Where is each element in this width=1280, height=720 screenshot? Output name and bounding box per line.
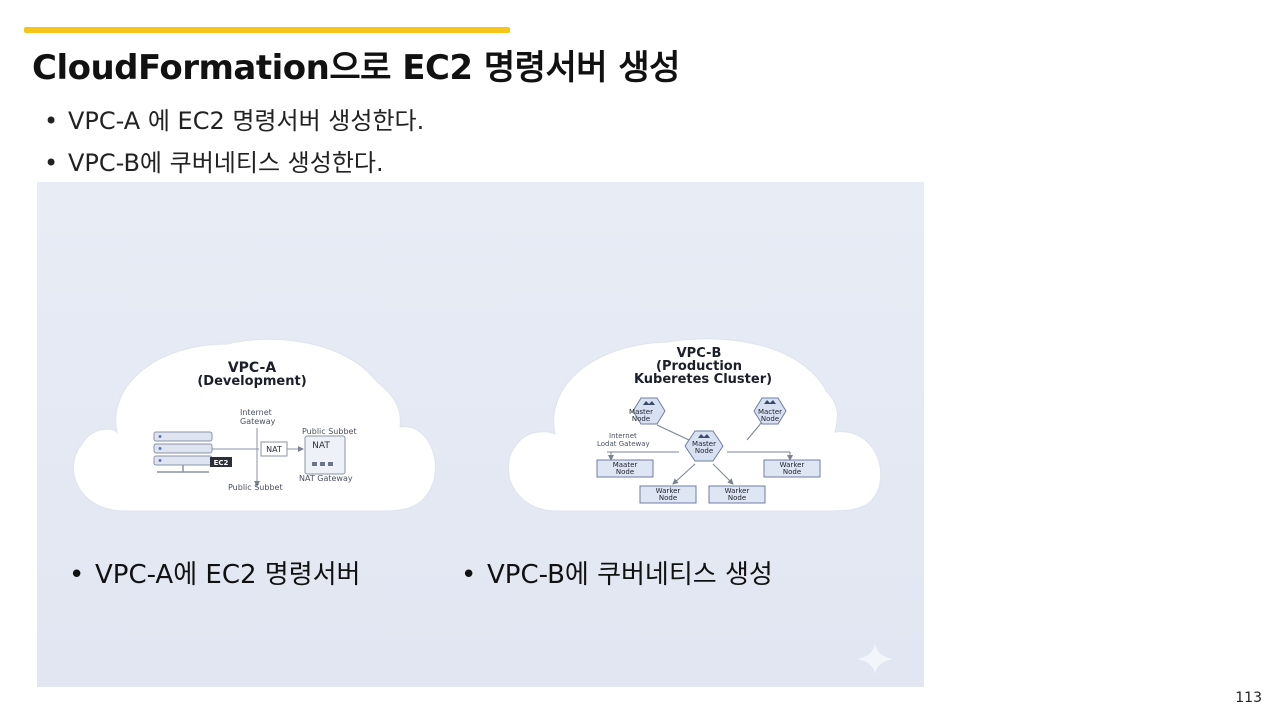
master-node-label: Macter xyxy=(758,408,782,416)
ec2-badge xyxy=(210,457,232,467)
crown-icon xyxy=(643,401,655,405)
worker-node-label: Node xyxy=(783,468,801,476)
nat-small-label: NAT xyxy=(266,445,282,454)
bullet-item: VPC-B에 쿠버네티스 생성한다. xyxy=(44,142,424,184)
slide-title: CloudFormation으로 EC2 명령서버 생성 xyxy=(32,48,680,88)
ec2-badge-label: EC2 xyxy=(214,459,229,467)
worker-node-label: Warker xyxy=(780,461,805,469)
vpc-b-title: VPC-B xyxy=(677,346,722,361)
vpc-b-subtitle: Kuberetes Cluster) xyxy=(634,372,772,387)
master-node-label: Node xyxy=(632,415,650,423)
master-node-label: Node xyxy=(761,415,779,423)
worker-node-label: Node xyxy=(616,468,634,476)
sparkle-icon xyxy=(857,644,893,674)
vpc-diagram-image: VPC-A (Development) Internet Gateway Pub… xyxy=(37,182,924,687)
vpc-a-internet-gateway-label: Internet xyxy=(240,408,272,417)
nat-small-box xyxy=(260,441,288,457)
worker-node-label: Node xyxy=(659,494,677,502)
vpc-a-public-subnet-label: Public Subbet xyxy=(302,427,357,436)
nat-device-label: NAT xyxy=(312,441,330,451)
vpc-a-subtitle: (Development) xyxy=(197,374,306,389)
worker-node-box xyxy=(763,459,821,478)
master-node-hexagon xyxy=(753,397,787,425)
page-number: 113 xyxy=(1235,690,1262,706)
nat-gateway-label: NAT Gateway xyxy=(299,474,353,483)
worker-node-label: Maater xyxy=(613,461,638,469)
master-node-label: Master xyxy=(692,440,716,448)
worker-node-box xyxy=(708,485,766,504)
vpc-diagram-svg: VPC-A (Development) Internet Gateway Pub… xyxy=(73,338,893,674)
master-node-label: Master xyxy=(629,408,653,416)
worker-node-label: Warker xyxy=(725,487,750,495)
internet-gateway-label: Internet xyxy=(609,432,637,440)
bullet-list: VPC-A 에 EC2 명령서버 생성한다. VPC-B에 쿠버네티스 생성한다… xyxy=(44,100,424,184)
internet-gateway-label: Lodat Gateway xyxy=(597,440,650,448)
worker-node-box xyxy=(596,459,654,478)
nat-gateway-device xyxy=(304,435,346,475)
crown-icon xyxy=(698,434,710,438)
master-node-hexagon xyxy=(632,397,666,425)
figure-caption-vpc-b: VPC-B에 쿠버네티스 생성 xyxy=(461,554,773,591)
title-accent-bar xyxy=(24,27,510,33)
crown-icon xyxy=(764,400,776,404)
master-node-hexagon xyxy=(684,430,724,462)
worker-node-label: Warker xyxy=(656,487,681,495)
bullet-item: VPC-A 에 EC2 명령서버 생성한다. xyxy=(44,100,424,142)
figure-caption-vpc-a: VPC-A에 EC2 명령서버 xyxy=(69,554,360,591)
vpc-a-public-subnet-label: Public Subbet xyxy=(228,483,283,492)
master-node-label: Node xyxy=(695,447,713,455)
vpc-a-title: VPC-A xyxy=(228,360,277,376)
vpc-a-internet-gateway-label: Gateway xyxy=(240,417,276,426)
worker-node-label: Node xyxy=(728,494,746,502)
worker-node-box xyxy=(639,485,697,504)
vpc-b-subtitle: (Production xyxy=(656,359,742,374)
